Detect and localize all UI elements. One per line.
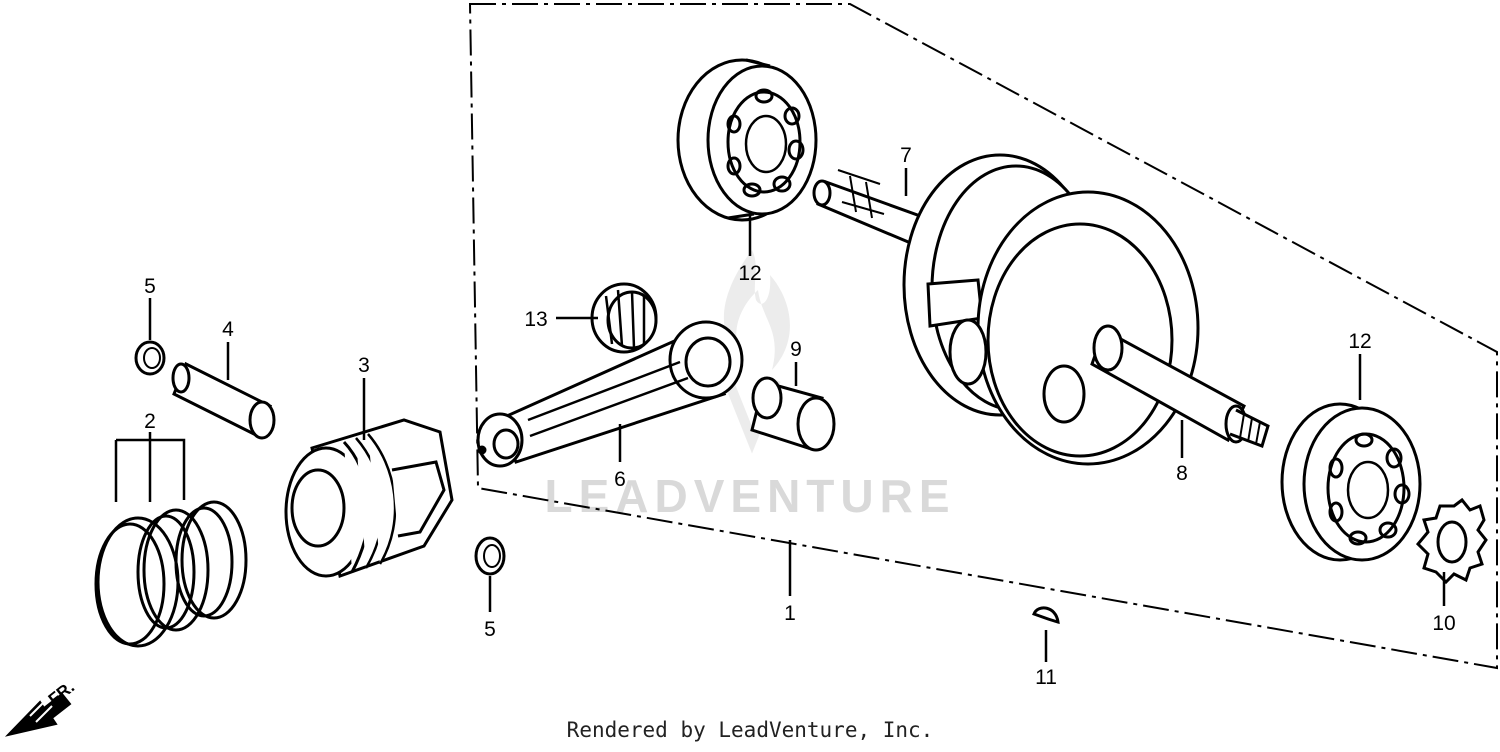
callout-4: 4 xyxy=(222,318,234,341)
piston[interactable] xyxy=(284,418,454,578)
watermark-text: LEADVENTURE xyxy=(544,470,955,522)
timing-sprocket[interactable] xyxy=(1415,497,1488,585)
footer-credit: Rendered by LeadVenture, Inc. xyxy=(566,718,934,742)
crankshaft[interactable] xyxy=(812,153,1270,466)
woodruff-key[interactable] xyxy=(1032,606,1060,624)
callout-6: 6 xyxy=(614,468,626,491)
callout-3: 3 xyxy=(358,354,370,377)
callout-13: 13 xyxy=(524,308,547,331)
ball-bearing-top[interactable] xyxy=(676,58,818,222)
assembly-boundary xyxy=(468,3,1498,670)
callout-9: 9 xyxy=(790,338,802,361)
callout-11: 11 xyxy=(1035,666,1057,689)
callout-12-right: 12 xyxy=(1348,330,1371,353)
crank-pin[interactable] xyxy=(750,376,836,452)
needle-bearing[interactable] xyxy=(590,282,658,354)
callout-8: 8 xyxy=(1176,462,1188,485)
circlip-left[interactable] xyxy=(134,340,166,376)
watermark: LEADVENTURE xyxy=(544,250,955,522)
connecting-rod[interactable] xyxy=(476,320,744,468)
callout-2: 2 xyxy=(144,410,156,433)
ball-bearing-right[interactable] xyxy=(1280,402,1422,562)
leader-lines xyxy=(148,168,1446,662)
callout-7: 7 xyxy=(900,144,912,167)
callout-12-top: 12 xyxy=(738,262,761,285)
callouts: 5 4 3 2 5 13 6 12 9 7 8 12 10 11 1 xyxy=(144,144,1456,689)
callout-10: 10 xyxy=(1432,612,1455,635)
piston-ring-set[interactable] xyxy=(94,438,248,648)
callout-1: 1 xyxy=(784,602,796,625)
piston-pin[interactable] xyxy=(171,361,276,440)
callout-5-right: 5 xyxy=(484,618,496,641)
circlip-right[interactable] xyxy=(474,536,506,576)
callout-5: 5 xyxy=(144,275,156,298)
